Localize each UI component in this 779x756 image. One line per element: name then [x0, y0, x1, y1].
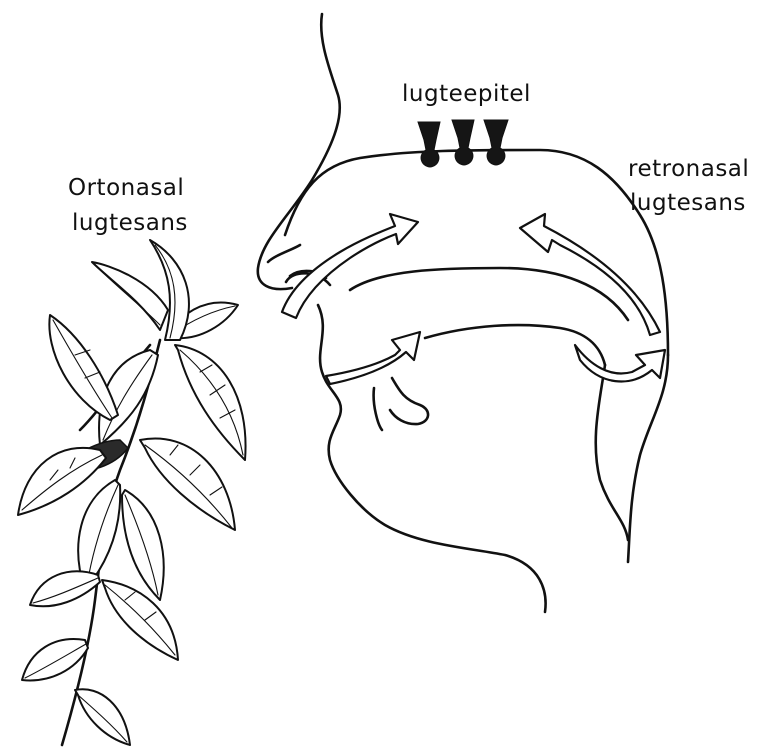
leaf	[175, 345, 246, 460]
olfactory-receptor-icon	[418, 122, 440, 167]
olfactory-receptor-icon	[484, 120, 508, 165]
leaf	[140, 438, 235, 530]
leaf	[75, 689, 130, 745]
label-orthonasal-line1: Ortonasal	[68, 175, 184, 201]
olfactory-receptor-icon	[452, 120, 474, 165]
face-profile-outline	[258, 14, 340, 289]
palate-lower	[425, 325, 605, 365]
label-olfactory-epithelium: lugteepitel	[402, 81, 531, 107]
leaf	[102, 580, 178, 660]
leaf	[92, 262, 168, 330]
lower-face-outline	[318, 305, 546, 612]
orthonasal-arrow	[282, 214, 418, 318]
nostril-line	[268, 245, 300, 262]
label-retronasal-line2: lugtesans	[630, 190, 746, 216]
palate-upper	[350, 268, 628, 320]
olfactory-receptors	[418, 120, 508, 167]
inner-throat	[596, 365, 628, 540]
leaf	[22, 639, 88, 680]
leaf	[49, 315, 118, 420]
label-orthonasal-line2: lugtesans	[72, 210, 188, 236]
retronasal-arrow-loop	[575, 345, 665, 381]
retronasal-arrow-up	[520, 214, 660, 335]
leaf	[30, 571, 100, 606]
label-retronasal-line1: retronasal	[628, 156, 749, 182]
mouth-arrow	[326, 332, 420, 384]
throat-wall	[628, 355, 668, 562]
tongue-outline	[374, 378, 428, 430]
basil-plant-illustration	[18, 240, 246, 745]
leaf	[122, 490, 164, 600]
